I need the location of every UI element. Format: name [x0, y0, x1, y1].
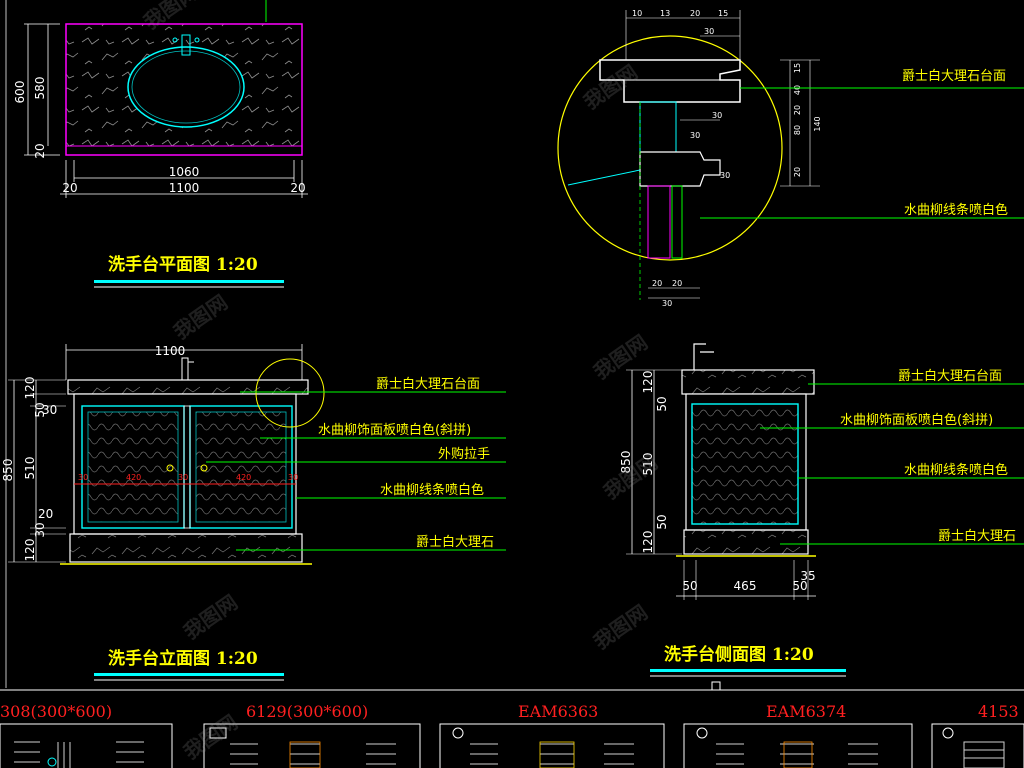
- svg-text:30: 30: [288, 473, 298, 482]
- svg-text:140: 140: [813, 116, 822, 131]
- svg-text:30: 30: [662, 299, 672, 308]
- catalog-thumb-2: [203, 723, 421, 768]
- side-countertop: [681, 369, 815, 395]
- faucet-icon: [181, 34, 191, 56]
- svg-text:510: 510: [23, 457, 37, 480]
- svg-text:80: 80: [793, 125, 802, 135]
- svg-text:420: 420: [236, 473, 251, 482]
- plan-dim-overall: 1100: [169, 181, 200, 195]
- svg-text:420: 420: [126, 473, 141, 482]
- plan-dim-depth: 600: [13, 81, 27, 104]
- side-label-countertop: 爵士白大理石台面: [898, 368, 1002, 384]
- svg-text:50: 50: [33, 402, 47, 417]
- elev-label-handle: 外购拉手: [438, 446, 490, 462]
- catalog-strip: 308(300*600) 6129(300*600) EAM6363 EAM63…: [0, 689, 1024, 768]
- elevation-title: 洗手台立面图 1:20: [108, 648, 258, 669]
- side-label-panel: 水曲柳饰面板喷白色(斜拼): [840, 412, 993, 428]
- catalog-thumb-4: [683, 723, 913, 768]
- svg-text:30: 30: [178, 473, 188, 482]
- svg-text:40: 40: [793, 85, 802, 95]
- svg-text:15: 15: [718, 9, 728, 18]
- svg-text:30: 30: [720, 171, 730, 180]
- catalog-item-1: 308(300*600): [0, 702, 112, 721]
- svg-text:我图网: 我图网: [579, 60, 642, 114]
- side-title: 洗手台侧面图 1:20: [664, 644, 814, 665]
- elev-detail-callout: [255, 358, 325, 428]
- catalog-item-2: 6129(300*600): [246, 702, 368, 721]
- svg-text:30: 30: [690, 131, 700, 140]
- side-label-marble-base: 爵士白大理石: [938, 528, 1016, 544]
- plan-title: 洗手台平面图 1:20: [108, 254, 258, 275]
- handle-icon: [200, 464, 208, 472]
- svg-text:15: 15: [793, 63, 802, 73]
- svg-text:30: 30: [42, 403, 57, 417]
- elev-marble-base: [69, 533, 303, 563]
- svg-text:50: 50: [792, 579, 807, 593]
- basin-outline: [127, 46, 245, 128]
- side-panel: [691, 403, 799, 525]
- elev-dim-width: 1100: [155, 344, 186, 358]
- side-dim-height: 850: [619, 451, 633, 474]
- plan-dim-inner: 1060: [169, 165, 200, 179]
- svg-text:50: 50: [682, 579, 697, 593]
- svg-text:20: 20: [672, 279, 682, 288]
- front-elevation: 1100 30 420 30 420 30 850 120 50 30 5: [1, 344, 506, 681]
- svg-text:120: 120: [641, 531, 655, 554]
- plan-dim-right-margin: 20: [290, 181, 305, 195]
- svg-text:20: 20: [38, 507, 53, 521]
- plan-dim-left-margin: 20: [62, 181, 77, 195]
- section-detail: 10 13 20 15 30 15 40 20 80 20 140 30 30 …: [557, 9, 1024, 308]
- svg-text:510: 510: [641, 453, 655, 476]
- svg-text:我图网: 我图网: [589, 600, 652, 654]
- svg-text:10: 10: [632, 9, 642, 18]
- handle-icon: [166, 464, 174, 472]
- svg-text:30: 30: [712, 111, 722, 120]
- svg-text:30: 30: [704, 27, 714, 36]
- plan-dim-inner-depth: 580: [33, 77, 47, 100]
- svg-text:我图网: 我图网: [179, 590, 242, 644]
- catalog-item-4: EAM6374: [766, 702, 846, 721]
- side-elevation: 850 120 50 510 50 120 50 465 50 35 爵士白大理…: [619, 343, 1024, 691]
- side-marble-base: [683, 529, 809, 555]
- elev-label-countertop: 爵士白大理石台面: [376, 376, 480, 392]
- detail-label-countertop: 爵士白大理石台面: [902, 68, 1006, 84]
- elev-label-panel: 水曲柳饰面板喷白色(斜拼): [318, 422, 471, 438]
- faucet-icon: [693, 343, 714, 370]
- catalog-thumb-1: [0, 723, 173, 768]
- svg-text:30: 30: [33, 522, 47, 537]
- plan-view: 1060 1100 20 20 600 580 20 洗手台平面图 1:20: [13, 0, 308, 288]
- detail-label-trim: 水曲柳线条喷白色: [904, 202, 1008, 218]
- svg-text:120: 120: [641, 371, 655, 394]
- svg-text:120: 120: [23, 539, 37, 562]
- svg-text:我图网: 我图网: [179, 710, 242, 764]
- svg-text:120: 120: [23, 377, 37, 400]
- svg-text:20: 20: [652, 279, 662, 288]
- faucet-icon: [181, 357, 189, 381]
- catalog-item-3: EAM6363: [518, 702, 598, 721]
- elev-dim-height: 850: [1, 459, 15, 482]
- svg-text:20: 20: [793, 167, 802, 177]
- svg-text:20: 20: [690, 9, 700, 18]
- svg-text:13: 13: [660, 9, 670, 18]
- plan-dim-front-margin: 20: [33, 143, 47, 158]
- svg-text:35: 35: [800, 569, 815, 583]
- svg-text:我图网: 我图网: [169, 290, 232, 344]
- catalog-thumb-3: [439, 723, 665, 768]
- elev-label-marble-base: 爵士白大理石: [416, 534, 494, 550]
- catalog-thumb-5: [931, 723, 1024, 768]
- svg-text:50: 50: [655, 396, 669, 411]
- detail-callout-circle: [557, 35, 783, 261]
- svg-text:465: 465: [734, 579, 757, 593]
- svg-text:30: 30: [78, 473, 88, 482]
- side-label-trim: 水曲柳线条喷白色: [904, 462, 1008, 478]
- svg-text:50: 50: [655, 514, 669, 529]
- catalog-item-5: 4153: [978, 702, 1019, 721]
- elev-label-trim: 水曲柳线条喷白色: [380, 482, 484, 498]
- svg-text:20: 20: [793, 105, 802, 115]
